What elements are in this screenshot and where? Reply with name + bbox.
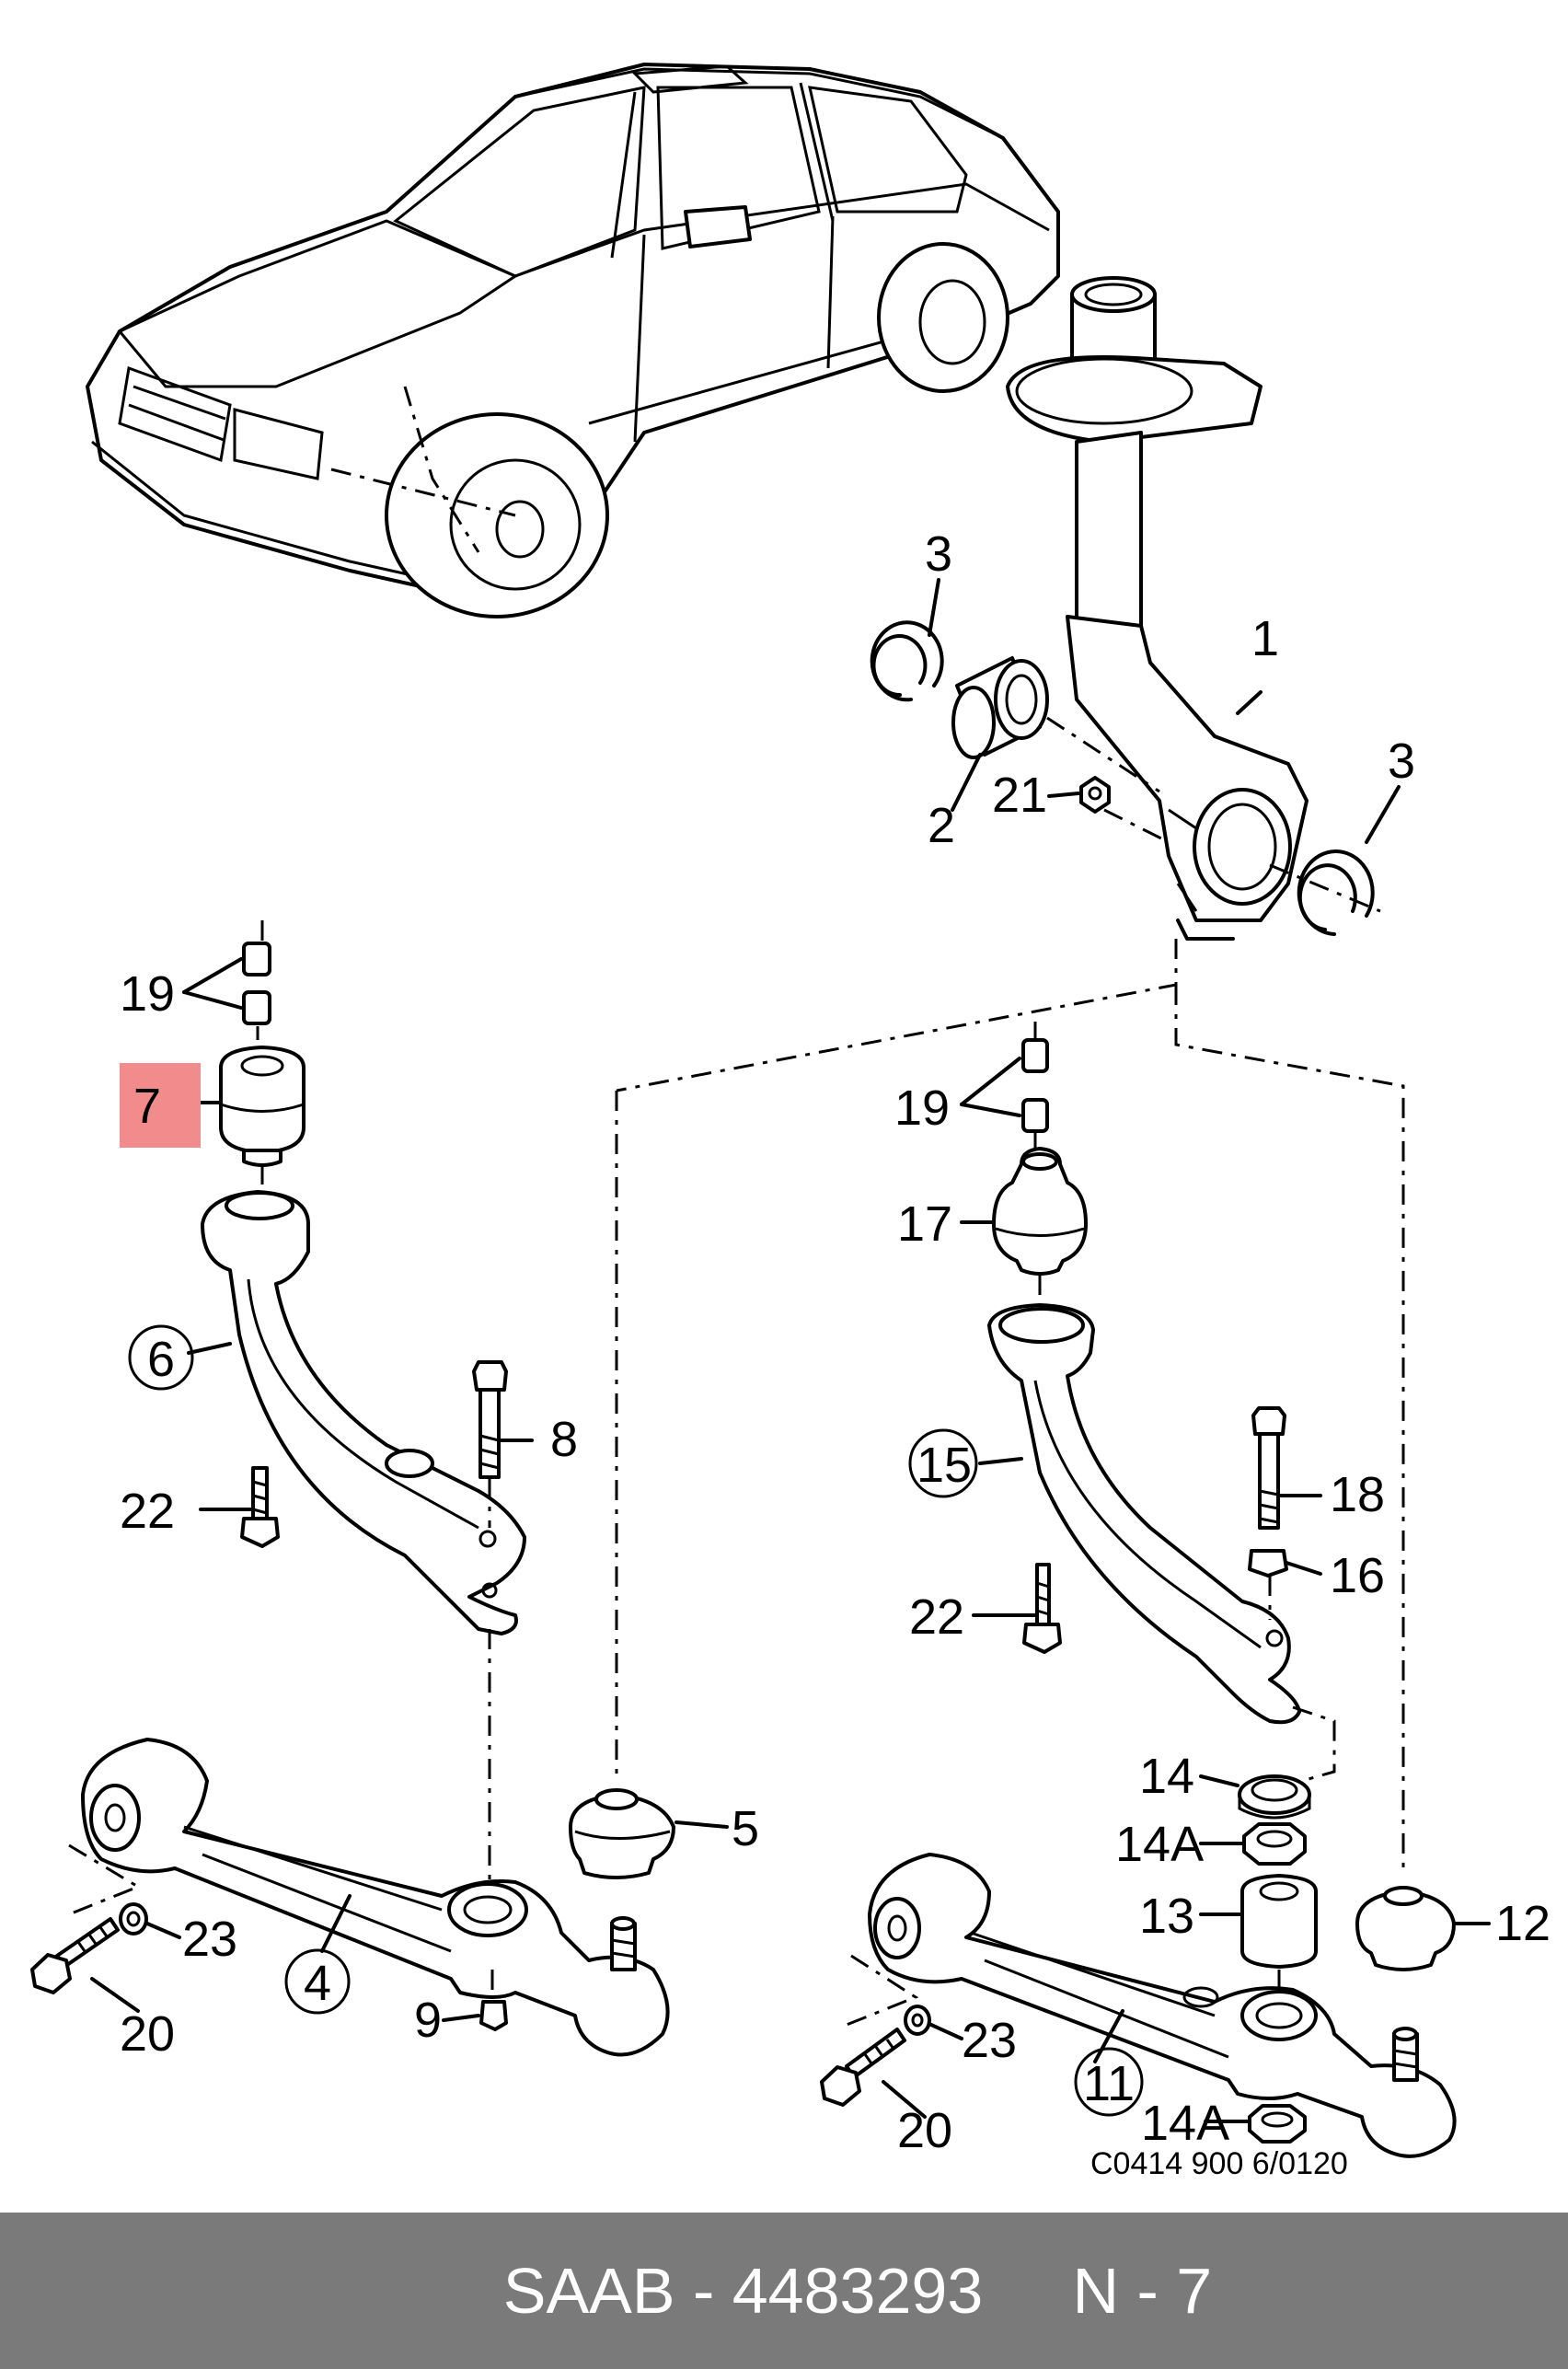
bolt-18 bbox=[1251, 1406, 1286, 1530]
control-arm-6 bbox=[201, 1190, 526, 1635]
bushing-ring-14 bbox=[1238, 1774, 1311, 1820]
guide-line-knuckle bbox=[616, 939, 1178, 1092]
circle-6 bbox=[128, 1324, 194, 1391]
label-11: 11 bbox=[1083, 2056, 1135, 2111]
label-9: 9 bbox=[414, 1993, 442, 2048]
wheel-bearing bbox=[951, 656, 1160, 793]
guide-line-knuckle-right bbox=[1174, 985, 1405, 1868]
nut-21 bbox=[1079, 776, 1170, 844]
bushing-ring-14a-lower bbox=[1248, 2104, 1307, 2144]
circlip-upper bbox=[870, 620, 944, 702]
label-5: 5 bbox=[732, 1801, 759, 1856]
sleeves-19-right bbox=[1021, 1022, 1049, 1150]
bushing-ring-14a-upper bbox=[1242, 1822, 1307, 1866]
bolt-22-left bbox=[240, 1466, 280, 1548]
label-7: 7 bbox=[133, 1079, 161, 1134]
nut-9 bbox=[479, 1970, 508, 2031]
label-12: 12 bbox=[1495, 1896, 1551, 1951]
drawing-code: C0414 900 6/0120 bbox=[1090, 2146, 1348, 2181]
label-22-right: 22 bbox=[909, 1589, 964, 1645]
control-arm-15 bbox=[987, 1303, 1301, 1725]
circle-4 bbox=[284, 1948, 351, 2015]
label-19-left: 19 bbox=[120, 966, 175, 1022]
car-illustration bbox=[86, 63, 1060, 618]
label-17: 17 bbox=[897, 1196, 952, 1252]
circle-11 bbox=[1074, 2047, 1144, 2117]
label-14: 14 bbox=[1139, 1749, 1194, 1804]
steering-knuckle-strut bbox=[1006, 276, 1309, 941]
label-2: 2 bbox=[928, 798, 955, 853]
footer-bar: SAAB - 4483293 N - 7 bbox=[0, 2213, 1568, 2369]
label-14a-lower: 14A bbox=[1141, 2096, 1229, 2151]
bushing-12 bbox=[1355, 1886, 1456, 1971]
control-arm-4 bbox=[81, 1738, 670, 2057]
bolt-22-right bbox=[1022, 1563, 1062, 1654]
highlight-part-7 bbox=[120, 1063, 201, 1148]
bushing-13 bbox=[1240, 1874, 1318, 1997]
footer-part-number: SAAB - 4483293 N - 7 bbox=[502, 2255, 1213, 2327]
bushing-7 bbox=[219, 1046, 306, 1187]
label-8: 8 bbox=[550, 1412, 578, 1467]
sleeves-19-left bbox=[242, 920, 271, 1040]
label-20-right: 20 bbox=[897, 2103, 952, 2158]
label-21: 21 bbox=[992, 768, 1047, 823]
label-1: 1 bbox=[1251, 611, 1279, 666]
label-3-lower: 3 bbox=[1388, 734, 1415, 789]
label-13: 13 bbox=[1139, 1889, 1194, 1944]
leader-lines bbox=[90, 578, 1491, 2123]
label-16: 16 bbox=[1330, 1548, 1385, 1603]
washer-16 bbox=[1248, 1549, 1288, 1620]
label-3-upper: 3 bbox=[925, 526, 952, 582]
washer-bolt-left bbox=[30, 1843, 148, 1994]
label-4: 4 bbox=[304, 1956, 331, 2011]
label-23-left: 23 bbox=[182, 1912, 237, 1967]
bushing-17 bbox=[992, 1147, 1088, 1316]
label-22-left: 22 bbox=[120, 1484, 175, 1539]
bushing-5 bbox=[569, 1091, 675, 1879]
label-15: 15 bbox=[917, 1438, 972, 1493]
label-6: 6 bbox=[147, 1332, 175, 1387]
washer-bolt-right bbox=[820, 1954, 931, 2107]
label-18: 18 bbox=[1330, 1467, 1385, 1522]
label-20-left: 20 bbox=[120, 2006, 175, 2062]
circlip-lower bbox=[1269, 849, 1381, 936]
label-23-right: 23 bbox=[962, 2013, 1017, 2068]
bolt-8 bbox=[472, 1360, 508, 1528]
circle-15 bbox=[908, 1428, 978, 1498]
label-14a-upper: 14A bbox=[1115, 1817, 1204, 1872]
label-19-right: 19 bbox=[894, 1080, 950, 1136]
control-arm-11 bbox=[868, 1853, 1457, 2158]
